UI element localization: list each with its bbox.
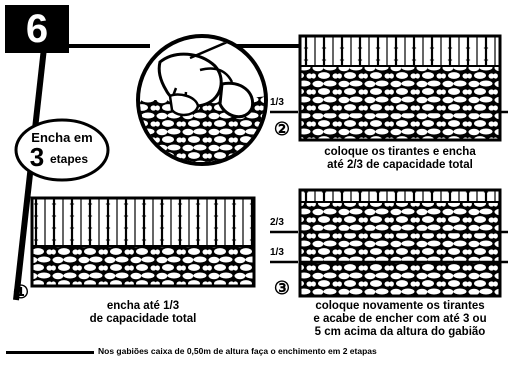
panel-2-fraction: 1/3 (270, 98, 298, 108)
panel-1-marker: ① (10, 283, 32, 301)
badge-line-2: etapes (50, 153, 106, 165)
panel-3-marker: ③ (270, 279, 294, 297)
panel-3-caption-line-2: e acabe de encher com até 3 ou (290, 313, 510, 325)
panel-2-caption-line-2: até 2/3 de capacidade total (290, 159, 510, 171)
panel-1-caption-line-2: de capacidade total (32, 313, 254, 325)
badge-number: 3 (22, 144, 52, 170)
footnote-dash (6, 351, 94, 354)
hand-placing-stones-circle (138, 36, 270, 170)
panel-3-caption-line-1: coloque novamente os tirantes (290, 300, 510, 312)
panel-2-caption-line-1: coloque os tirantes e encha (290, 146, 510, 158)
panel-2-gabion (300, 36, 508, 140)
panel-3-fraction-top: 2/3 (270, 218, 298, 228)
panel-3-fraction-bottom: 1/3 (270, 248, 298, 258)
panel-1-caption-line-1: encha até 1/3 (32, 300, 254, 312)
panel-3-gabion (300, 190, 508, 296)
panel-2-marker: ② (270, 120, 294, 138)
step-number: 6 (5, 5, 69, 53)
panel-3-caption-line-3: 5 cm acima da altura do gabião (290, 326, 510, 338)
panel-1-gabion (32, 198, 254, 286)
footnote: Nos gabiões caixa de 0,50m de altura faç… (98, 347, 506, 356)
